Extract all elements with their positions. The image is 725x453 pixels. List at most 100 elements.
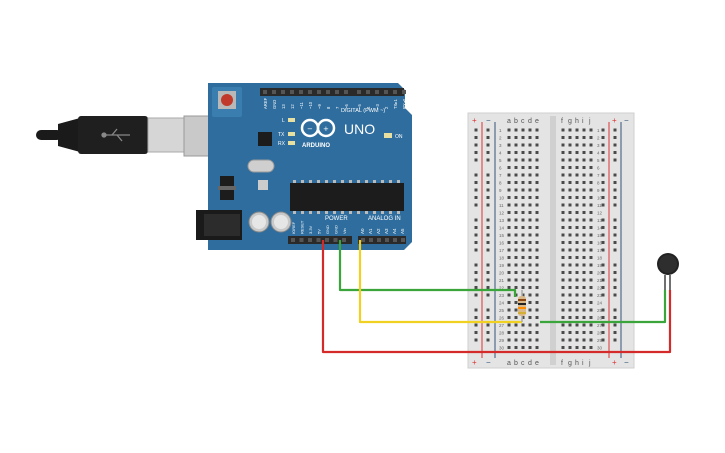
bb-hole[interactable]: [575, 338, 579, 342]
bb-rail-hole[interactable]: [474, 248, 478, 252]
bb-rail-hole[interactable]: [613, 188, 617, 192]
bb-hole[interactable]: [535, 271, 539, 274]
bb-rail-hole[interactable]: [601, 128, 605, 132]
bb-hole[interactable]: [528, 338, 532, 342]
power-pin-hole[interactable]: [342, 238, 346, 242]
bb-hole[interactable]: [582, 308, 586, 312]
bb-rail-hole[interactable]: [601, 308, 605, 312]
bb-hole[interactable]: [521, 128, 525, 132]
bb-hole[interactable]: [521, 346, 525, 349]
bb-hole[interactable]: [582, 263, 586, 267]
bb-hole[interactable]: [561, 173, 565, 177]
bb-hole[interactable]: [507, 151, 511, 154]
bb-hole[interactable]: [575, 316, 579, 319]
bb-hole[interactable]: [535, 203, 539, 207]
bb-hole[interactable]: [589, 331, 593, 334]
bb-hole[interactable]: [514, 301, 518, 304]
bb-rail-hole[interactable]: [601, 136, 605, 139]
bb-hole[interactable]: [528, 278, 532, 282]
bb-hole[interactable]: [514, 248, 518, 252]
bb-hole[interactable]: [589, 173, 593, 177]
bb-hole[interactable]: [535, 241, 539, 244]
bb-rail-hole[interactable]: [474, 226, 478, 229]
bb-hole[interactable]: [514, 166, 518, 169]
bb-hole[interactable]: [568, 158, 572, 162]
bb-hole[interactable]: [575, 278, 579, 282]
bb-rail-hole[interactable]: [486, 338, 490, 342]
power-pin-hole[interactable]: [325, 238, 329, 242]
bb-rail-hole[interactable]: [613, 203, 617, 207]
bb-hole[interactable]: [521, 226, 525, 229]
bb-rail-hole[interactable]: [486, 293, 490, 297]
bb-hole[interactable]: [568, 346, 572, 349]
bb-hole[interactable]: [521, 323, 525, 327]
bb-rail-hole[interactable]: [613, 323, 617, 327]
bb-hole[interactable]: [575, 293, 579, 297]
bb-hole[interactable]: [535, 233, 539, 237]
bb-hole[interactable]: [568, 136, 572, 139]
bb-hole[interactable]: [528, 203, 532, 207]
digital-pin-hole[interactable]: [326, 90, 330, 94]
bb-rail-hole[interactable]: [613, 338, 617, 342]
bb-hole[interactable]: [582, 128, 586, 132]
bb-hole[interactable]: [535, 316, 539, 319]
analog-pin-hole[interactable]: [377, 238, 381, 242]
power-pin-hole[interactable]: [333, 238, 338, 242]
bb-rail-hole[interactable]: [474, 263, 478, 267]
bb-hole[interactable]: [561, 233, 565, 237]
bb-hole[interactable]: [514, 338, 518, 342]
bb-rail-hole[interactable]: [613, 136, 617, 139]
bb-hole[interactable]: [582, 196, 586, 199]
bb-hole[interactable]: [589, 323, 593, 327]
bb-rail-hole[interactable]: [613, 181, 617, 184]
wire-gnd[interactable]: [338, 240, 667, 324]
bb-hole[interactable]: [589, 286, 593, 289]
bb-hole[interactable]: [575, 271, 579, 274]
bb-hole[interactable]: [507, 203, 511, 207]
bb-hole[interactable]: [507, 181, 511, 184]
bb-hole[interactable]: [514, 346, 518, 349]
bb-hole[interactable]: [521, 218, 525, 222]
bb-hole[interactable]: [514, 143, 518, 147]
bb-hole[interactable]: [514, 181, 518, 184]
bb-hole[interactable]: [575, 233, 579, 237]
bb-hole[interactable]: [535, 278, 539, 282]
bb-hole[interactable]: [528, 301, 532, 304]
bb-hole[interactable]: [568, 278, 572, 282]
bb-hole[interactable]: [528, 136, 532, 139]
bb-hole[interactable]: [521, 263, 525, 267]
bb-hole[interactable]: [514, 158, 518, 162]
bb-hole[interactable]: [568, 218, 572, 222]
bb-rail-hole[interactable]: [613, 226, 617, 229]
bb-hole[interactable]: [589, 338, 593, 342]
bb-hole[interactable]: [568, 196, 572, 199]
bb-rail-hole[interactable]: [474, 128, 478, 132]
bb-hole[interactable]: [561, 271, 565, 274]
bb-hole[interactable]: [521, 278, 525, 282]
bb-hole[interactable]: [575, 181, 579, 184]
bb-rail-hole[interactable]: [474, 338, 478, 342]
wire-5v[interactable]: [321, 240, 672, 354]
bb-hole[interactable]: [507, 196, 511, 199]
bb-rail-hole[interactable]: [486, 143, 490, 147]
digital-pin-hole[interactable]: [402, 90, 406, 94]
bb-hole[interactable]: [561, 286, 565, 289]
bb-hole[interactable]: [561, 256, 565, 259]
bb-rail-hole[interactable]: [474, 173, 478, 177]
bb-hole[interactable]: [575, 218, 579, 222]
bb-hole[interactable]: [514, 218, 518, 222]
bb-hole[interactable]: [535, 166, 539, 169]
bb-rail-hole[interactable]: [601, 151, 605, 154]
bb-hole[interactable]: [575, 308, 579, 312]
bb-hole[interactable]: [582, 226, 586, 229]
usb-cable[interactable]: [36, 115, 239, 157]
bb-rail-hole[interactable]: [474, 196, 478, 199]
bb-rail-hole[interactable]: [474, 143, 478, 147]
bb-hole[interactable]: [528, 241, 532, 244]
bb-rail-hole[interactable]: [613, 293, 617, 297]
bb-hole[interactable]: [507, 293, 511, 297]
bb-hole[interactable]: [535, 218, 539, 222]
bb-hole[interactable]: [582, 211, 586, 214]
bb-rail-hole[interactable]: [486, 286, 490, 289]
bb-rail-hole[interactable]: [613, 128, 617, 132]
